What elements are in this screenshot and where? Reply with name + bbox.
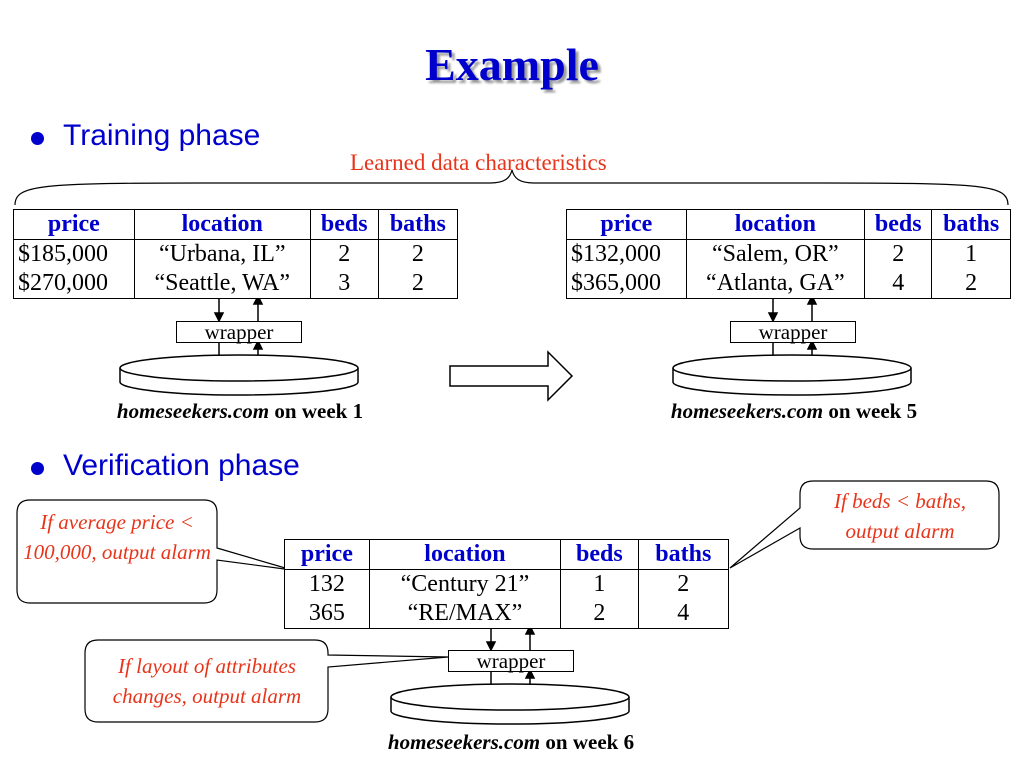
col-price: price — [284, 539, 370, 570]
arrows-week5-top — [767, 294, 818, 323]
cell-baths: 2 — [411, 270, 424, 296]
cell-price: 132 — [284, 569, 370, 599]
col-location: location — [686, 209, 866, 240]
col-beds: beds — [560, 539, 639, 570]
brace — [14, 169, 1009, 206]
table-row: $132,000 “Salem, OR” 2 1 — [566, 239, 1011, 269]
cell-location: “Seattle, WA” — [134, 269, 311, 299]
col-price: price — [13, 209, 135, 240]
cell-location: “Atlanta, GA” — [686, 269, 866, 299]
cell-beds: 4 — [864, 269, 933, 299]
col-beds: beds — [864, 209, 933, 240]
arrows-week6-top — [485, 624, 536, 652]
cell-beds: 1 — [560, 569, 639, 599]
table-week5: price location beds baths $132,000 “Sale… — [566, 209, 1011, 299]
callout-beds-text: If beds < baths, output alarm — [834, 489, 966, 543]
site-caption-week5: homeseekers.com on week 5 — [594, 399, 994, 424]
cell-beds: 2 — [560, 599, 639, 629]
bullet-dot-icon — [31, 132, 44, 145]
cell-location: “Urbana, IL” — [134, 239, 311, 269]
col-location: location — [369, 539, 562, 570]
wrapper-box-week1: wrapper — [176, 321, 302, 343]
site-caption-week6: homeseekers.com on week 6 — [311, 730, 711, 755]
table-header: price location beds baths — [566, 209, 1011, 240]
table-row: 132 “Century 21” 1 2 — [284, 569, 729, 599]
cell-baths: 2 — [411, 241, 424, 267]
wrapper-box-week6: wrapper — [448, 650, 574, 672]
site-name: homeseekers.com — [670, 399, 824, 423]
cell-baths: 4 — [677, 600, 690, 626]
cell-baths: 1 — [965, 241, 978, 267]
cell-baths: 2 — [677, 571, 690, 597]
cell-location: “RE/MAX” — [369, 599, 562, 629]
week-label: on week 1 — [269, 399, 364, 423]
arrows-week1-top — [213, 294, 264, 323]
site-name: homeseekers.com — [387, 730, 541, 754]
page-title: Example — [425, 39, 599, 90]
callout-beds-box — [729, 480, 1000, 569]
cell-price: $132,000 — [566, 239, 687, 269]
week-label: on week 5 — [823, 399, 918, 423]
table-week1: price location beds baths $185,000 “Urba… — [13, 209, 458, 299]
callout-layout-text: If layout of attributes changes, output … — [112, 654, 302, 708]
bullet-training: Training phase — [63, 119, 261, 152]
col-baths: baths — [931, 209, 1011, 240]
progress-arrow — [449, 350, 574, 402]
database-disk-week1 — [119, 354, 359, 396]
cell-price: 365 — [284, 599, 370, 629]
cell-location: “Salem, OR” — [686, 239, 866, 269]
callout-layout-box — [84, 639, 449, 723]
col-baths: baths — [378, 209, 458, 240]
cell-location: “Century 21” — [369, 569, 562, 599]
table-row: $365,000 “Atlanta, GA” 4 2 — [566, 269, 1011, 299]
col-beds: beds — [310, 209, 379, 240]
table-row: $185,000 “Urbana, IL” 2 2 — [13, 239, 458, 269]
col-baths: baths — [638, 539, 729, 570]
cell-baths: 2 — [965, 270, 978, 296]
site-name: homeseekers.com — [116, 399, 270, 423]
bullet-dot-icon — [31, 462, 44, 475]
col-location: location — [134, 209, 311, 240]
cell-beds: 2 — [310, 239, 379, 269]
callout-price-text: If average price < 100,000, output alarm — [23, 510, 211, 564]
site-caption-week1: homeseekers.com on week 1 — [40, 399, 440, 424]
learned-caption: Learned data characteristics — [350, 150, 607, 175]
table-row: 365 “RE/MAX” 2 4 — [284, 599, 729, 629]
table-header: price location beds baths — [13, 209, 458, 240]
cell-beds: 3 — [310, 269, 379, 299]
database-disk-week5 — [672, 354, 912, 396]
cell-price: $270,000 — [13, 269, 135, 299]
table-week6: price location beds baths 132 “Century 2… — [284, 539, 729, 629]
cell-beds: 2 — [864, 239, 933, 269]
callout-price-box — [16, 499, 293, 604]
table-row: $270,000 “Seattle, WA” 3 2 — [13, 269, 458, 299]
bullet-verification: Verification phase — [63, 449, 300, 482]
wrapper-box-week5: wrapper — [730, 321, 856, 343]
table-header: price location beds baths — [284, 539, 729, 570]
cell-price: $185,000 — [13, 239, 135, 269]
col-price: price — [566, 209, 687, 240]
week-label: on week 6 — [540, 730, 635, 754]
database-disk-week6 — [390, 683, 630, 725]
cell-price: $365,000 — [566, 269, 687, 299]
